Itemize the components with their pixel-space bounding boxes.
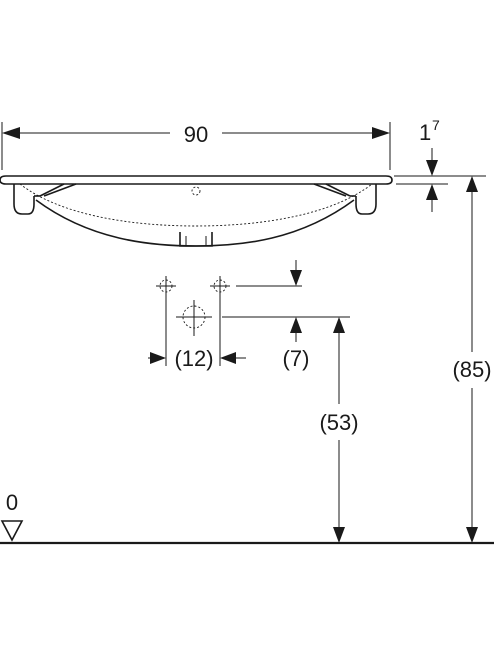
level-marker-icon [0,520,24,542]
arrow-down-icon [466,527,478,543]
waste-height-dimension: (53) [319,317,359,543]
arrow-up-icon [466,176,478,192]
tap-offset-label: (7) [283,346,310,371]
width-label: 90 [184,122,208,147]
arrow-up-icon [333,317,345,333]
total-height-label: (85) [452,357,491,382]
arrow-up-icon [290,317,302,333]
arrow-up-icon [426,184,438,200]
arrow-down-icon [426,160,438,176]
width-dimension: 90 [1,122,391,170]
rim-thickness-superscript: 7 [432,117,440,133]
rim-thickness-label: 1 [419,120,431,145]
floor-level-label: 0 [6,490,18,515]
waste-height-label: (53) [319,410,358,435]
tap-offset-dimension: (7) [222,260,350,371]
arrow-left-icon [2,127,20,139]
rim-thickness-dimension: 1 7 [394,117,486,212]
tap-hole-layout [156,276,230,336]
arrow-down-icon [290,270,302,286]
floor-level: 0 [0,490,494,545]
tap-spacing-dimension: (12) [148,296,246,371]
arrow-left-icon [220,352,236,364]
total-height-dimension: (85) [452,176,492,543]
washbasin-outline [0,175,393,247]
tap-spacing-label: (12) [174,346,213,371]
arrow-down-icon [333,527,345,543]
arrow-right-icon [372,127,390,139]
arrow-right-icon [150,352,166,364]
